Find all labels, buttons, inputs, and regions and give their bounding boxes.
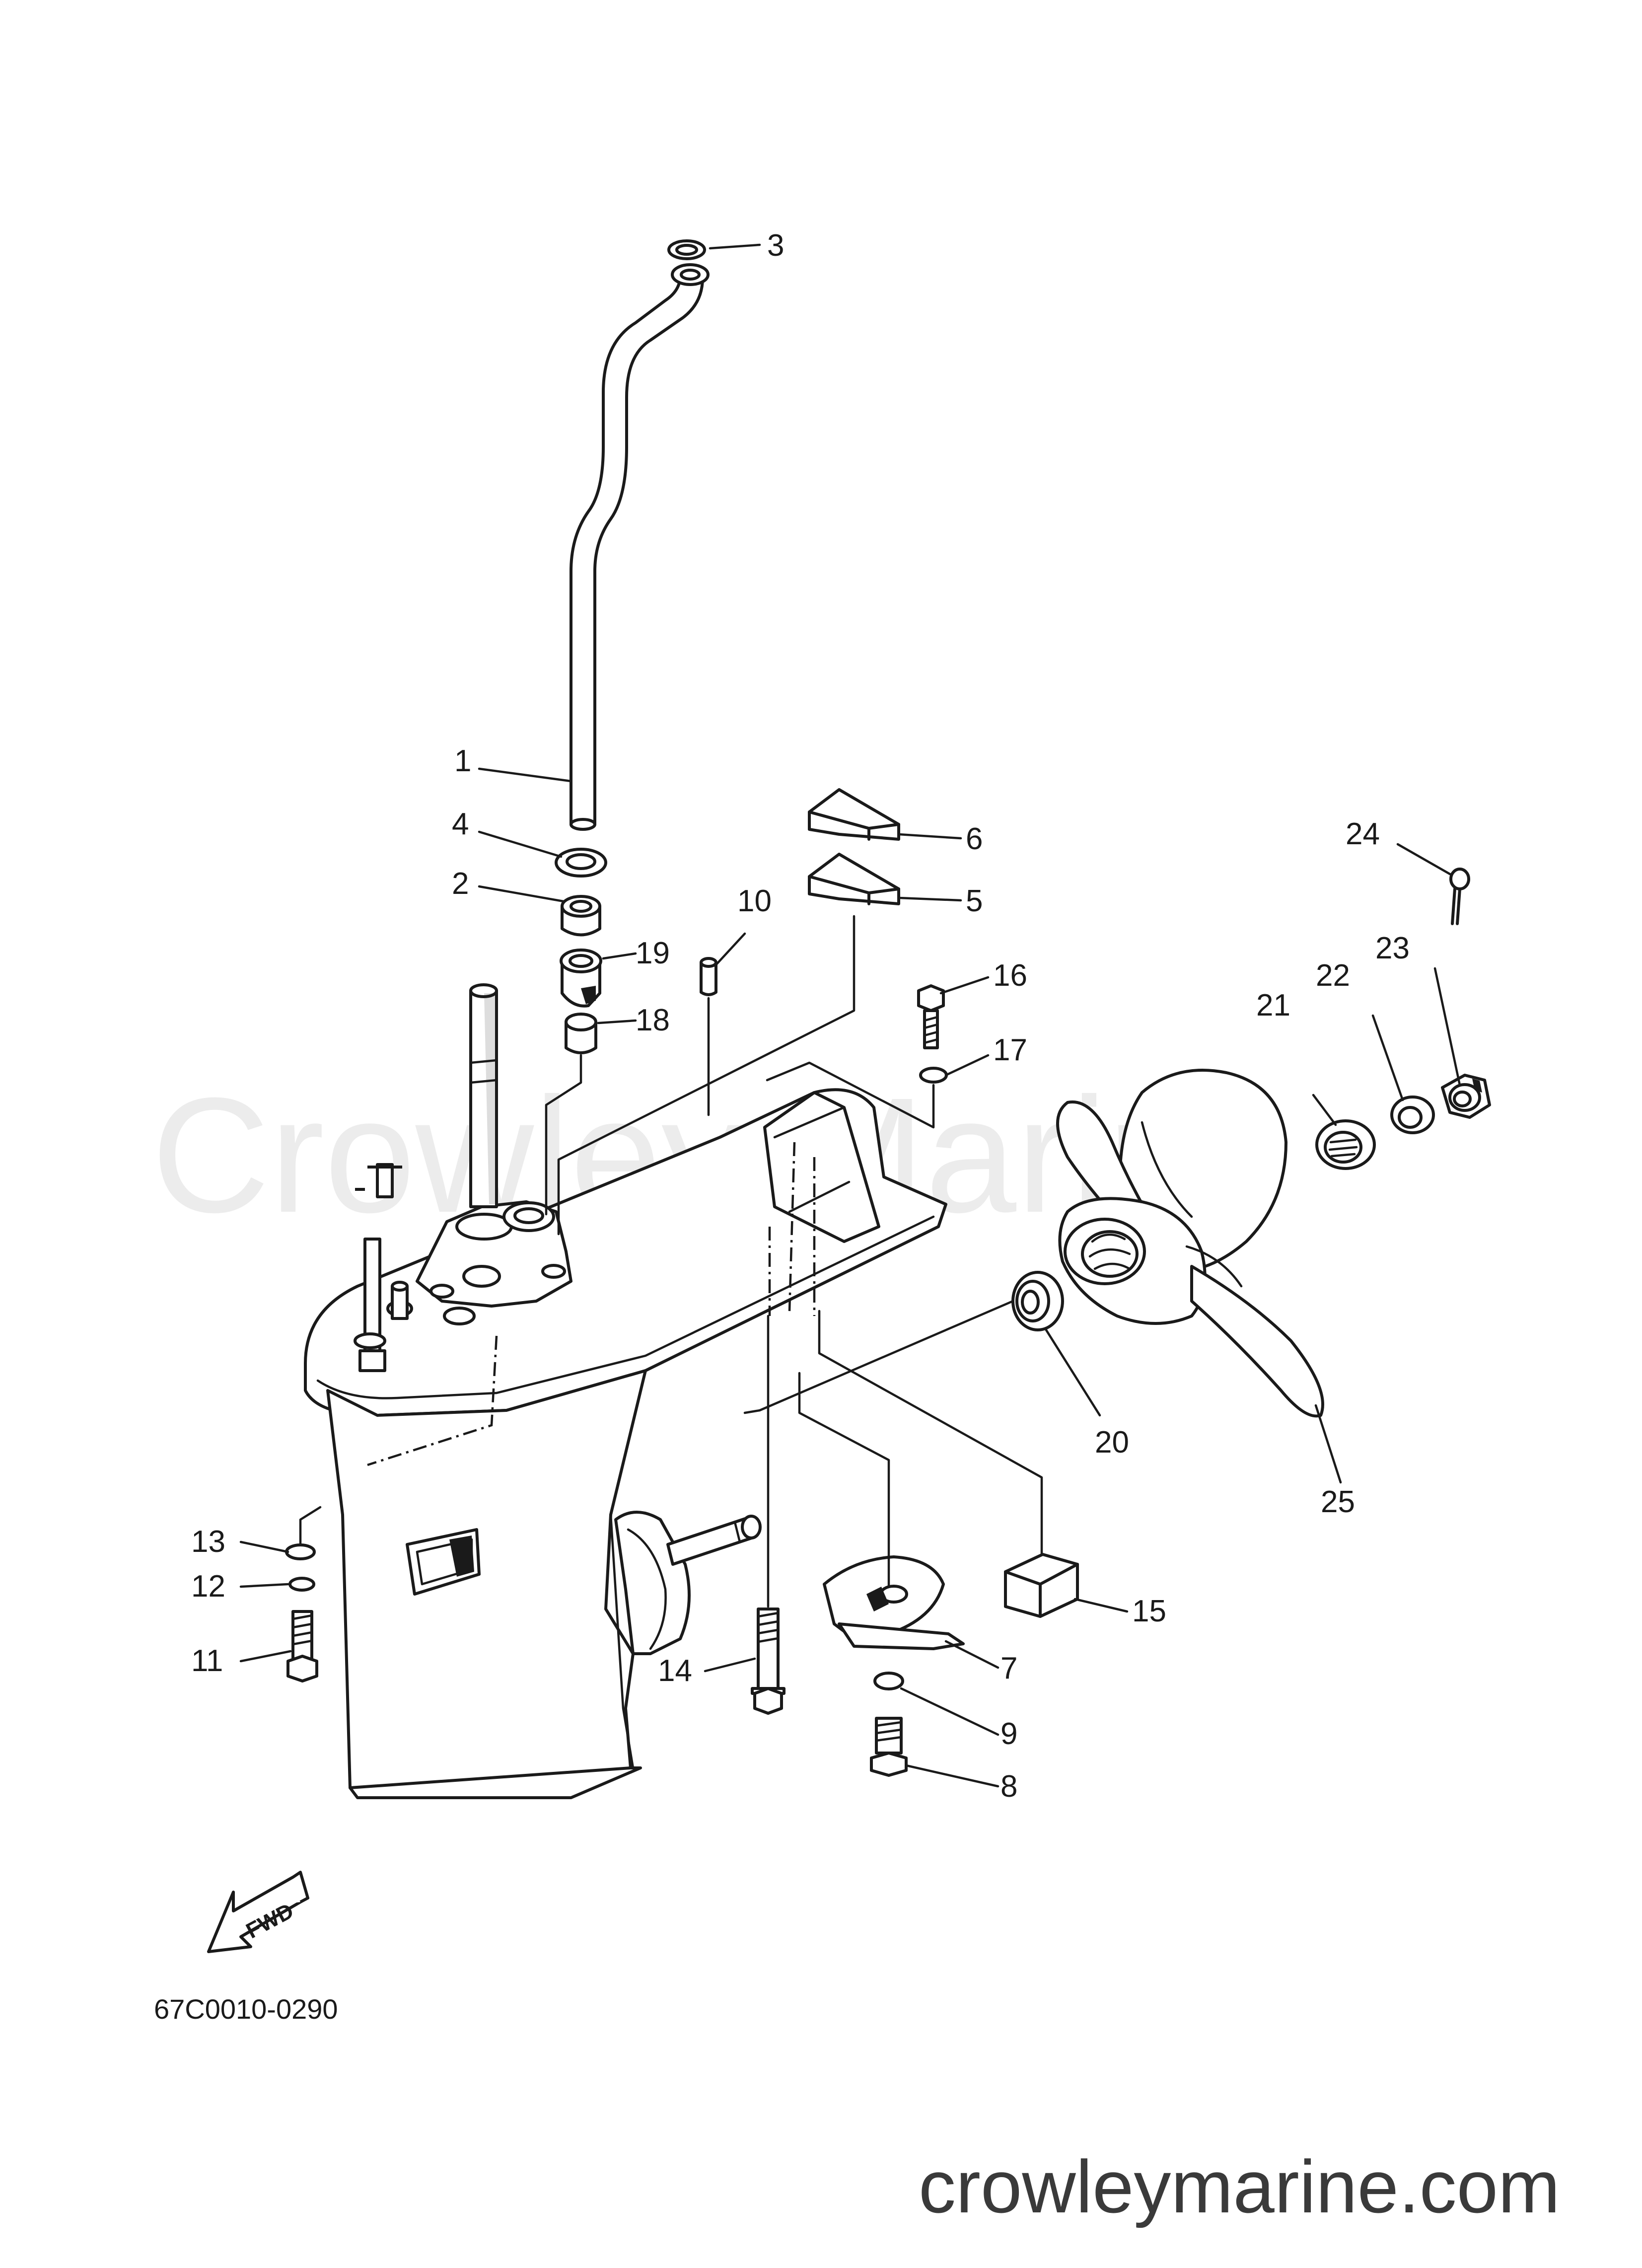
dowel-pin-10 — [700, 957, 717, 996]
callout-19: 19 — [636, 936, 670, 970]
cotter-pin-24 — [1449, 868, 1470, 925]
lower-unit-housing — [304, 1088, 947, 1799]
thrust-washer-20 — [1011, 1271, 1064, 1331]
callout-21: 21 — [1256, 988, 1290, 1023]
callout-23: 23 — [1375, 931, 1410, 965]
anode-15 — [1004, 1553, 1079, 1618]
callout-22: 22 — [1316, 958, 1350, 993]
propeller — [1056, 1069, 1324, 1418]
washer-13 — [285, 1543, 316, 1560]
drive-shaft — [469, 983, 498, 1208]
water-pump-housing — [416, 1200, 572, 1325]
propeller-nut-23 — [1441, 1074, 1491, 1119]
callout-10: 10 — [737, 884, 772, 918]
website-url: crowleymarine.com — [919, 2145, 1560, 2228]
callout-7: 7 — [1000, 1651, 1017, 1685]
grommet-2 — [561, 895, 601, 937]
callout-15: 15 — [1132, 1594, 1166, 1628]
shift-rod — [354, 1163, 413, 1372]
washer-22 — [1390, 1096, 1435, 1134]
callout-17: 17 — [993, 1033, 1027, 1067]
rubber-plate-5 — [808, 853, 900, 905]
trim-tab-7 — [823, 1555, 965, 1650]
callout-6: 6 — [966, 822, 983, 856]
collar-18 — [565, 1013, 597, 1054]
leader-lines — [239, 243, 1461, 1788]
callout-5: 5 — [966, 884, 983, 918]
fwd-direction-arrow: FWD — [207, 1871, 309, 1953]
callout-13: 13 — [191, 1525, 225, 1559]
callout-18: 18 — [636, 1003, 670, 1037]
bolt-14 — [751, 1608, 785, 1715]
seal-4 — [555, 848, 607, 878]
bolt-11 — [286, 1610, 318, 1683]
bolt-16 — [917, 984, 945, 1049]
drawing-code: 67C0010-0290 — [154, 1993, 338, 2025]
callout-3: 3 — [767, 228, 784, 263]
rubber-plate-6 — [808, 788, 900, 841]
callout-14: 14 — [658, 1654, 692, 1688]
callout-1: 1 — [454, 744, 471, 778]
grommet-19 — [560, 949, 602, 1008]
callout-labels: 3 1 4 2 19 18 6 5 10 16 17 24 23 22 21 2… — [191, 228, 1410, 1804]
water-tube — [570, 274, 704, 831]
propeller-shaft — [666, 1515, 762, 1566]
spacer-21 — [1315, 1119, 1376, 1170]
callout-25: 25 — [1321, 1485, 1355, 1519]
callout-9: 9 — [1000, 1717, 1017, 1751]
callout-12: 12 — [191, 1569, 225, 1604]
bolt-8 — [870, 1717, 908, 1777]
callout-24: 24 — [1346, 817, 1380, 851]
washer-12 — [288, 1577, 315, 1592]
callout-20: 20 — [1095, 1425, 1129, 1460]
callout-4: 4 — [452, 807, 469, 841]
callout-11: 11 — [191, 1644, 223, 1678]
callout-8: 8 — [1000, 1769, 1017, 1804]
washer-9 — [873, 1672, 904, 1690]
callout-2: 2 — [452, 867, 469, 901]
washer-17 — [919, 1067, 948, 1084]
callout-16: 16 — [993, 958, 1027, 993]
